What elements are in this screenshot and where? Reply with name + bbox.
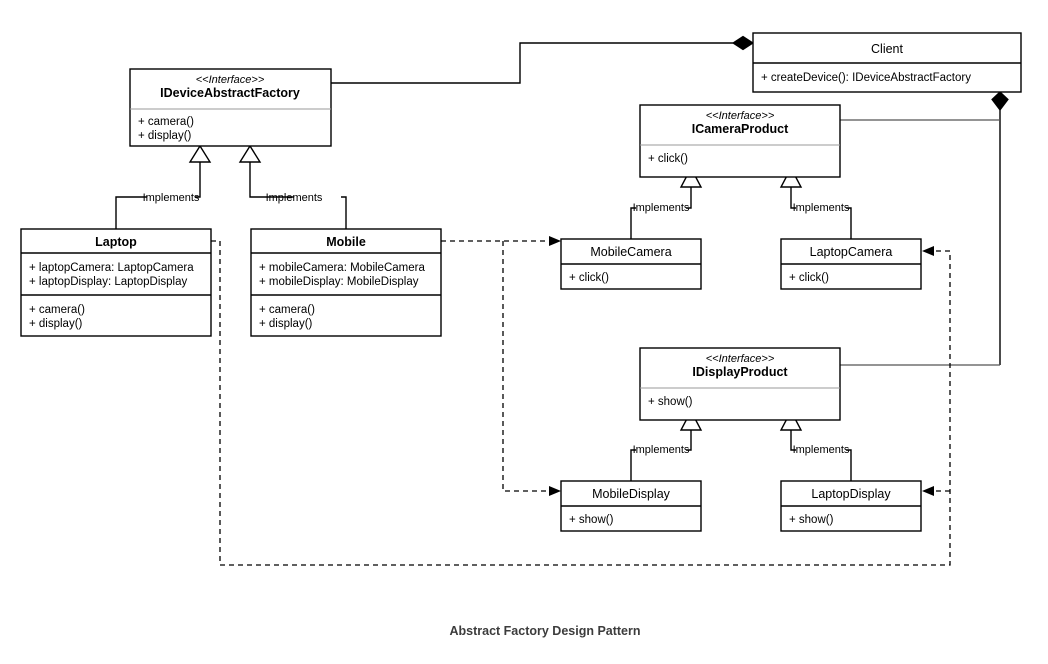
- class-name: ICameraProduct: [692, 122, 789, 136]
- aggregation-diamond-icon: [731, 35, 755, 51]
- edge-laptop-creates-laptop-camera: [211, 240, 951, 566]
- edge-laptop-creates-laptop-display: [922, 486, 950, 496]
- class-member: + display(): [138, 130, 192, 142]
- edge-line-left: [790, 187, 796, 209]
- class-node-laptop[interactable]: Laptop + laptopCamera: LaptopCamera + la…: [20, 228, 212, 337]
- edge-label-implements: Implements: [793, 202, 850, 214]
- class-box: [20, 228, 212, 337]
- class-node-mobile[interactable]: Mobile + mobileCamera: MobileCamera + mo…: [250, 228, 442, 337]
- class-attribute: + mobileDisplay: MobileDisplay: [259, 276, 419, 288]
- edge-line-right: [686, 430, 692, 451]
- edge-line-left: [249, 162, 294, 198]
- class-member: + click(): [648, 153, 688, 165]
- edge-line-left: [115, 196, 147, 229]
- edge-mobile-creates-mobile-display: [502, 241, 561, 496]
- generalization-triangle-icon: [238, 144, 262, 163]
- edge-line-right: [846, 449, 852, 481]
- class-name: IDeviceAbstractFactory: [160, 86, 300, 100]
- class-member: + show(): [648, 396, 693, 408]
- edge-line-right: [341, 196, 347, 229]
- diagram-caption: Abstract Factory Design Pattern: [449, 624, 640, 638]
- dependency-arrow-icon: [549, 486, 561, 496]
- class-attribute: + laptopCamera: LaptopCamera: [29, 262, 194, 274]
- class-member: + camera(): [138, 116, 194, 128]
- class-node-mobile-camera[interactable]: MobileCamera + click(): [560, 238, 702, 290]
- class-name: LaptopDisplay: [811, 487, 891, 501]
- dependency-arrow-icon: [922, 486, 934, 496]
- class-member: + show(): [569, 514, 614, 526]
- class-member: + click(): [789, 272, 829, 284]
- class-member: + click(): [569, 272, 609, 284]
- edge-label-implements: Implements: [793, 444, 850, 456]
- class-stereotype: <<Interface>>: [706, 110, 775, 122]
- class-name: MobileDisplay: [592, 487, 671, 501]
- class-name: Laptop: [95, 235, 137, 249]
- class-name: IDisplayProduct: [692, 365, 788, 379]
- edge-line-left: [630, 449, 636, 481]
- class-box: [250, 228, 442, 337]
- class-node-laptop-display[interactable]: LaptopDisplay + show(): [780, 480, 922, 532]
- edge-mobile-creates-mobile-camera: [441, 236, 561, 246]
- class-box: [129, 68, 332, 147]
- edge-dashed-line: [502, 241, 552, 492]
- edge-line-left: [790, 430, 796, 451]
- class-name: Mobile: [326, 235, 366, 249]
- edge-line-left: [630, 207, 636, 239]
- class-operation: + camera(): [29, 304, 85, 316]
- edge-line: [331, 42, 733, 84]
- edge-products-to-client: [840, 91, 1009, 366]
- class-attribute: + laptopDisplay: LaptopDisplay: [29, 276, 187, 288]
- class-name: LaptopCamera: [810, 245, 893, 259]
- class-operation: + camera(): [259, 304, 315, 316]
- edge-label-implements: Implements: [266, 192, 323, 204]
- class-node-camera-product[interactable]: <<Interface>> ICameraProduct + click(): [639, 104, 841, 178]
- aggregation-diamond-icon: [991, 91, 1009, 111]
- edge-label-implements: Implements: [143, 192, 200, 204]
- class-node-laptop-camera[interactable]: LaptopCamera + click(): [780, 238, 922, 290]
- edge-laptop-implements-factory: Implements: [115, 144, 212, 229]
- class-stereotype: <<Interface>>: [706, 353, 775, 365]
- dependency-arrow-icon: [549, 236, 561, 246]
- class-operation: + display(): [29, 318, 83, 330]
- edge-mobile-display-implements: Implements: [630, 409, 703, 481]
- class-node-display-product[interactable]: <<Interface>> IDisplayProduct + show(): [639, 347, 841, 421]
- class-node-client[interactable]: Client + createDevice(): IDeviceAbstract…: [752, 32, 1022, 93]
- edge-line-right: [846, 207, 852, 239]
- edge-line-right: [686, 187, 692, 209]
- class-box: [639, 104, 841, 178]
- class-member: + show(): [789, 514, 834, 526]
- class-node-device-abstract-factory[interactable]: <<Interface>> IDeviceAbstractFactory + c…: [129, 68, 332, 147]
- class-name: Client: [871, 42, 903, 56]
- class-node-mobile-display[interactable]: MobileDisplay + show(): [560, 480, 702, 532]
- class-attribute: + mobileCamera: MobileCamera: [259, 262, 425, 274]
- edge-label-implements: Implements: [633, 202, 690, 214]
- class-name: MobileCamera: [590, 245, 671, 259]
- edge-laptop-display-implements: Implements: [779, 409, 852, 481]
- edge-line-right: [195, 162, 201, 198]
- class-member: + createDevice(): IDeviceAbstractFactory: [761, 72, 971, 84]
- dependency-arrow-icon: [922, 246, 934, 256]
- edge-mobile-camera-implements: Implements: [630, 166, 703, 239]
- edge-laptop-camera-implements: Implements: [779, 166, 852, 239]
- edge-dashed-line: [211, 240, 951, 566]
- class-box: [639, 347, 841, 421]
- edge-mobile-implements-factory: Implements: [238, 144, 347, 229]
- class-stereotype: <<Interface>>: [196, 74, 265, 86]
- edge-label-implements: Implements: [633, 444, 690, 456]
- generalization-triangle-icon: [188, 144, 212, 163]
- class-operation: + display(): [259, 318, 313, 330]
- edge-factory-to-client: [331, 35, 755, 84]
